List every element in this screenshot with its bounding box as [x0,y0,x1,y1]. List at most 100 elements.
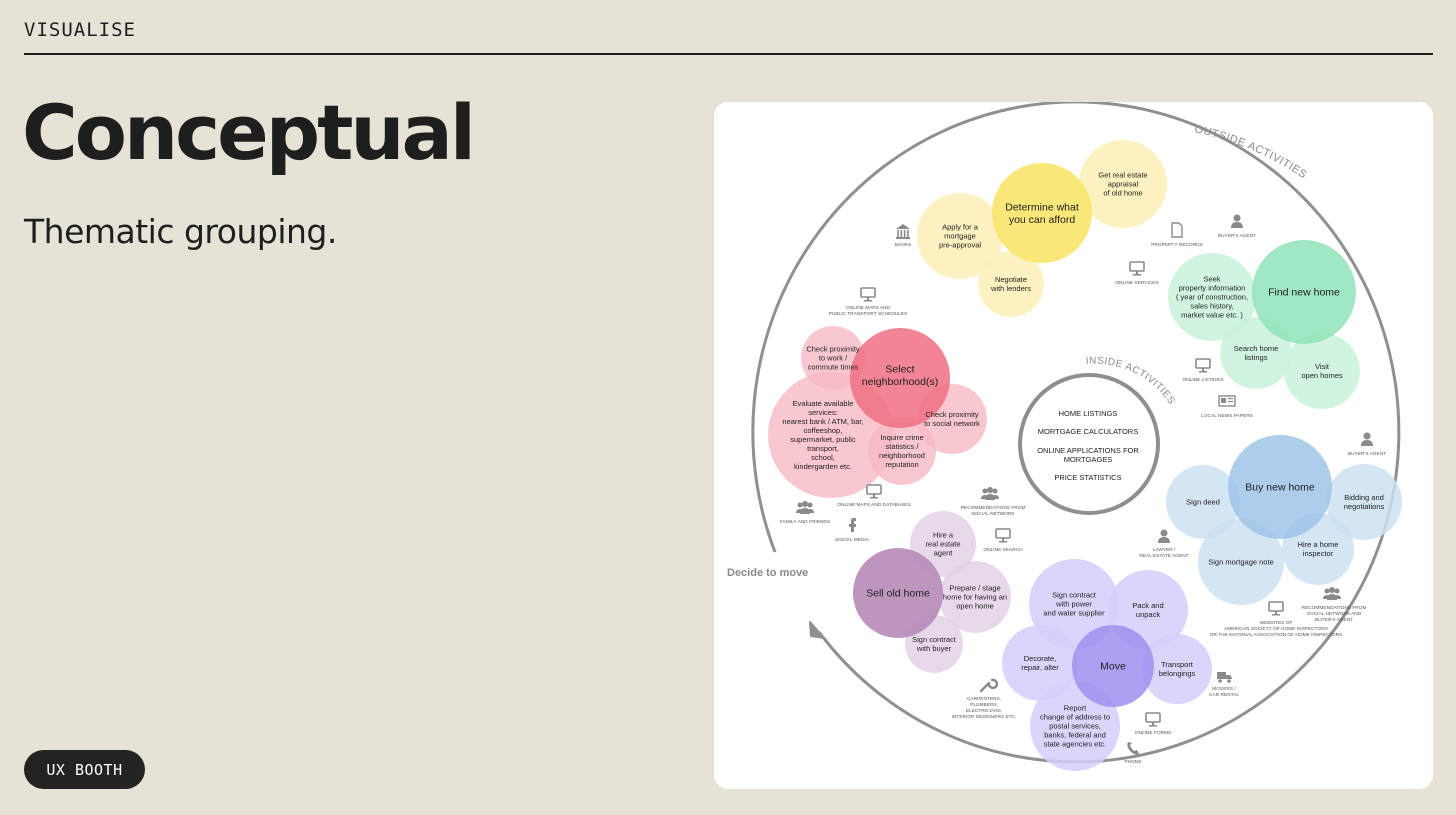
online-forms-label: ONLINE FORMS [1135,730,1172,736]
pink-services-label-line: kindergarden etc. [794,462,852,471]
pink-commute-label-line: commute times [808,363,859,372]
inside-mortgage-calculators: MORTGAGE CALCULATORS [1038,427,1138,436]
online-maps-transport-label: PUBLIC TRANSPORT SCHEDULES [829,311,908,317]
lawyer-label: LAWYER / [1153,547,1176,553]
lawyer-label: REAL ESTATE AGENT [1139,553,1188,559]
pink-services-label-line: services: [808,408,838,417]
yellow-appraisal-bubble [1079,140,1167,228]
yellow-main-bubble [992,163,1092,263]
section-label: VISUALISE [24,19,136,41]
violet-report-label-line: Report [1064,704,1087,713]
page-subtitle: Thematic grouping. [24,212,337,251]
violet-report-label-line: state agencies etc. [1044,740,1107,749]
journey-diagram: OUTSIDE ACTIVITIES Decide to move INSIDE… [727,102,1402,771]
yellow-appraisal-label-line: of old home [1103,189,1142,198]
online-listings-label: ONLINE LISTINGS [1182,377,1223,383]
green-visit-bubble [1284,333,1360,409]
green-search-bubble [1220,317,1292,389]
pink-social-label-line: to social network [924,419,980,428]
green-search-label-line: Search home [1234,344,1279,353]
violet-power-label-line: with power [1055,600,1092,609]
purple-buyer-label-line: Sign contract [912,635,957,644]
cycle-arrow-icon [809,621,825,639]
buyers-agent-right-icon [1361,432,1373,446]
movers-label: MOVERS / [1212,686,1236,692]
yellow-preapproval-label-line: pre-approval [939,241,981,250]
purple-agent-label-line: agent [934,549,954,558]
violet-transport-label-line: Transport [1161,660,1194,669]
social-media-label: SOCIAL MEDIA [835,537,870,543]
recs-social-label: RECOMMENDATIONS FROM [961,505,1026,511]
blue-inspector-label-line: inspector [1303,549,1334,558]
ux-booth-button[interactable]: UX BOOTH [24,750,145,789]
yellow-main-label-line: you can afford [1009,214,1076,226]
websites-icon [1268,601,1284,616]
decide-to-move-label: Decide to move [727,567,808,579]
inside-online-applications: ONLINE APPLICATIONS FOR [1037,446,1139,455]
green-seek-bubble [1168,253,1256,341]
pink-services-label-line: Evaluate available [793,399,854,408]
green-main-label-line: Find new home [1268,287,1340,299]
movers-icon [1217,672,1232,683]
green-seek-label-line: sales history, [1190,302,1233,311]
yellow-preapproval-label-line: Apply for a [942,223,979,232]
pink-services-label-line: transport, [807,444,839,453]
green-seek-label-line: Seek [1203,275,1220,284]
carpenters-label: ELECTRICIANS, [966,708,1002,714]
blue-main-bubble [1228,435,1332,539]
websites-label: AMERICAN SOCIETY OF HOME INSPECTORS [1224,626,1328,632]
green-main-bubble [1252,240,1356,344]
carpenters-icon [979,678,999,693]
pink-main-label-line: Select [885,363,914,375]
violet-decorate-label-line: repair, alter [1021,663,1059,672]
recs-social-agent-icon [1323,587,1341,600]
yellow-negotiate-label-line: with lenders [990,284,1031,293]
yellow-preapproval-label-line: mortgage [944,232,976,241]
pink-services-label-line: supermarket, public [790,435,856,444]
pink-crime-label-line: Inquire crime [880,433,923,442]
yellow-appraisal-label-line: Get real estate [1098,171,1147,180]
blue-bidding-bubble [1326,464,1402,540]
local-newspapers-label: LOCAL NEWS PAPERS [1201,413,1253,419]
family-friends-icon [796,501,814,514]
yellow-appraisal-label-line: appraisal [1108,180,1139,189]
pink-crime-label-line: reputation [885,460,918,469]
pink-crime-label-line: statistics / [886,442,920,451]
pink-services-label-line: school, [811,453,835,462]
purple-prepare-label-line: home for having an [943,593,1007,602]
pink-crime-bubble [868,417,936,485]
recs-social-agent-label: RECOMMENDATIONS FROM [1302,605,1367,611]
outer-activities-label: OUTSIDE ACTIVITIES [1193,123,1309,181]
blue-mortgage-label-line: Sign mortgage note [1208,558,1273,567]
blue-bidding-label-line: Bidding and [1344,493,1384,502]
websites-label: WEBSITES OF [1260,620,1293,626]
banks-label: BANKS [895,242,911,248]
local-newspapers-icon [1218,395,1236,407]
yellow-negotiate-label-line: Negotiate [995,275,1027,284]
pink-services-label-line: nearest bank / ATM, bar, [782,417,863,426]
recs-social-label: SOCIAL NETWORK [971,511,1015,517]
phone-label: PHONE [1124,759,1141,765]
violet-transport-bubble [1142,634,1212,704]
websites-label: OR THE NATIONAL ASSOCIATION OF HOME INSP… [1210,632,1342,638]
property-records-icon [1171,222,1183,238]
purple-agent-label-line: Hire a [933,531,954,540]
property-records-label: PROPERTY RECORDS [1151,242,1203,248]
violet-report-label-line: postal services, [1049,722,1101,731]
green-search-label-line: listings [1245,353,1268,362]
yellow-main-label-line: Determine what [1005,201,1079,213]
recs-social-icon [981,487,999,500]
online-services-icon [1129,261,1145,276]
blue-main-label-line: Buy new home [1245,482,1315,494]
violet-decorate-bubble [1002,625,1078,701]
blue-deed-bubble [1166,465,1240,539]
pink-social-label-line: Check proximity [925,410,979,419]
online-search-icon [995,528,1011,543]
blue-mortgage-bubble [1198,519,1284,605]
recs-social-agent-label: BUYER'S AGENT [1315,617,1353,623]
online-maps-transport-icon [860,287,876,302]
online-services-label: ONLINE SERVICES [1115,280,1158,286]
violet-pack-label-line: unpack [1136,610,1160,619]
violet-pack-label-line: Pack and [1132,601,1163,610]
